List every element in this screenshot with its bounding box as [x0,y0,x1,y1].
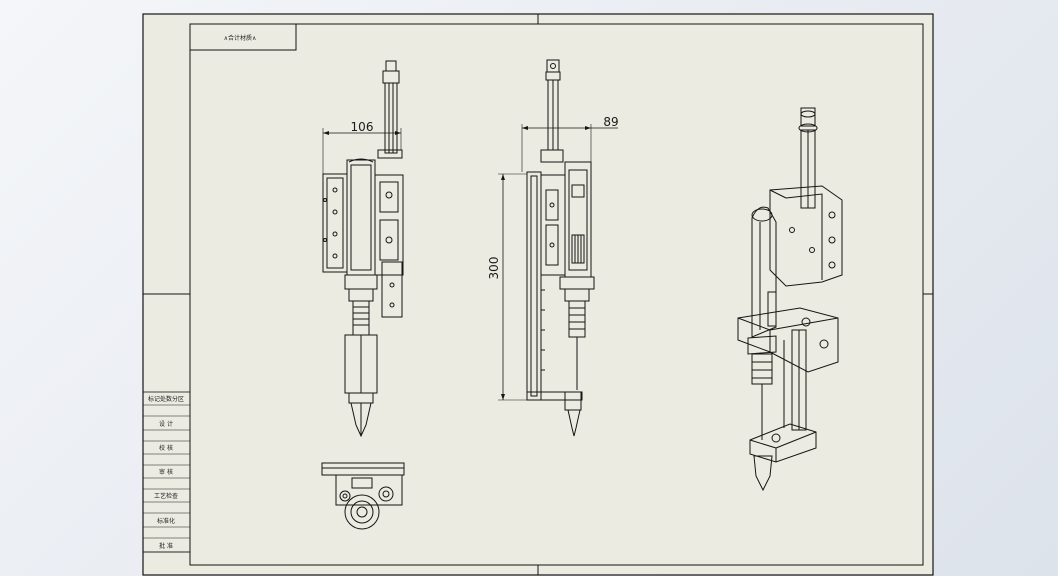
title-note-box [189,23,297,51]
tb-row-1: 标记处数分区 [148,395,184,403]
dimension-106: 106 [322,120,402,174]
sheet-outer-border [142,13,934,576]
top-view [321,462,405,530]
dim-label-106: 106 [351,120,374,134]
tb-row-5: 工艺检查 [154,492,178,500]
tb-row-4: 审 核 [159,468,173,476]
title-block: 标记处数分区 设 计 校 核 审 核 工艺检查 标准化 批 准 [142,391,191,553]
dim-label-89: 89 [603,115,618,129]
dimension-300: 300 [487,173,527,401]
title-note-text: ∧合计材质∧ [224,34,257,42]
dim-label-300: 300 [487,257,501,280]
tb-row-3: 校 核 [159,444,173,452]
front-view [322,60,404,438]
tb-row-7: 批 准 [159,542,173,550]
isometric-view [737,107,843,492]
dimension-89: 89 [521,115,619,172]
side-view [526,59,595,437]
tb-row-6: 标准化 [157,517,175,525]
tb-row-2: 设 计 [159,420,173,428]
